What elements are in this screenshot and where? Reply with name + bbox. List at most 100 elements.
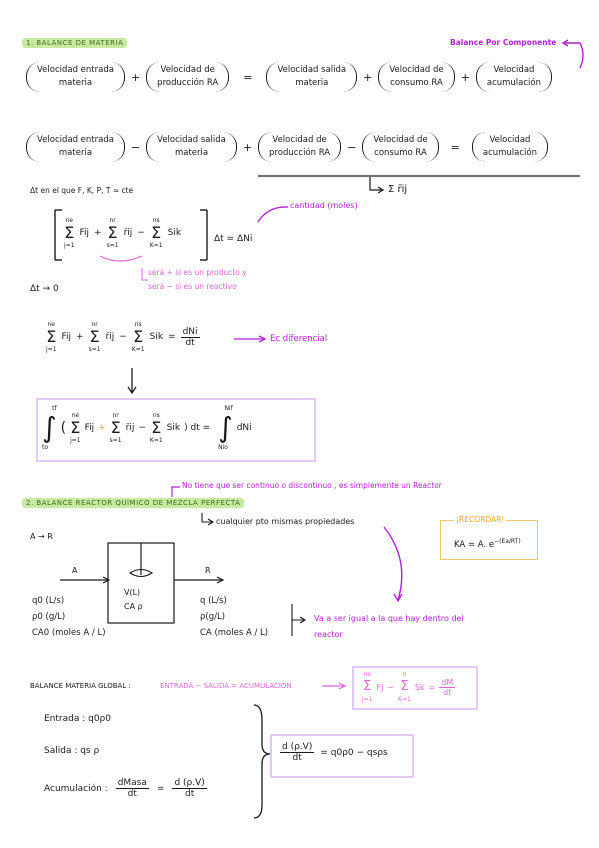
integral-lower: to xyxy=(42,444,49,451)
salida-line: Salida : qs ρ xyxy=(44,746,100,756)
ka-formula: KA = A. e−(Ea/RT) xyxy=(454,538,521,550)
acum-equals: = xyxy=(156,783,165,794)
sign-note-reactant: será − si es un reactivo xyxy=(148,282,237,291)
eq1-term3-line1: Velocidad salida xyxy=(277,65,347,75)
int-sum3-top: ns xyxy=(152,412,160,419)
result-equation: d (ρ.V)dt = q0ρ0 − qsρs xyxy=(280,742,388,763)
balance-component-note: Balance Por Componente xyxy=(450,38,557,47)
integral-right: Nif ∫ Nio xyxy=(218,405,233,451)
gb-sum2-bottom: K=1 xyxy=(398,696,411,703)
eq1-op4: + xyxy=(460,70,470,84)
int-sum1-top: ne xyxy=(71,412,80,419)
eq2-term2-line2: materia xyxy=(174,148,209,158)
result-fraction-den: dt xyxy=(292,753,302,763)
entrada-line: Entrada : q0ρ0 xyxy=(44,714,111,724)
reactor-type-note: No tiene que ser continuo o discontinuo … xyxy=(182,481,442,490)
eq2-term1-line2: materia xyxy=(58,148,93,158)
gb-term1: Fj xyxy=(376,682,384,692)
inlet-density: ρ0 (g/L) xyxy=(32,612,66,622)
integral-left: tf ∫ to xyxy=(42,405,57,451)
result-rhs: = q0ρ0 − qsρs xyxy=(320,747,388,758)
inlet-concentration: CA0 (moles A / L) xyxy=(32,628,106,638)
differential-eq-note: Ec diferencial xyxy=(270,334,328,344)
reactor-concentration: CA ρ xyxy=(124,602,143,611)
eq2-term1-line1: Velocidad entrada xyxy=(37,135,114,145)
inlet-flow: q0 (L/s) xyxy=(32,596,65,606)
eq1-op3: + xyxy=(363,70,373,84)
moles-note: cantidad (moles) xyxy=(290,201,358,210)
equation-2: Velocidad entrada materia − Velocidad sal… xyxy=(26,132,548,162)
gb-equals: = xyxy=(428,682,436,692)
section1-title: 1. BALANCE DE MATERIA xyxy=(22,38,128,48)
global-balance-words: ENTRADA − SALIDA = ACUMULACIÓN xyxy=(160,682,292,690)
outlet-flow: q (L/s) xyxy=(200,596,227,606)
eq2-term1: Velocidad entrada materia xyxy=(26,132,125,162)
int-sum3-bottom: K=1 xyxy=(149,437,163,444)
section2-title: 2. BALANCE REACTOR QUÍMICO DE MEZCLA PER… xyxy=(22,498,245,508)
bracket-sum3-bottom: K=1 xyxy=(149,242,163,249)
eq2-term4-line1: Velocidad de xyxy=(373,135,428,145)
eq1-term4-line2: consumo RA xyxy=(390,78,443,88)
diff-term3: Sik xyxy=(149,332,164,342)
sign-note-product: será + si es un producto y xyxy=(148,268,247,277)
bracket-term3: Sik xyxy=(167,228,182,238)
acum-frac1-den: dt xyxy=(127,789,137,799)
gb-sum1-bottom: j=1 xyxy=(362,696,373,703)
outlet-species: R xyxy=(205,566,211,575)
result-fraction-num: d (ρ.V) xyxy=(280,742,315,753)
inlet-species: A xyxy=(72,566,78,575)
acum-frac2-den: dt xyxy=(184,789,195,799)
eq2-term3-line2: producción RA xyxy=(269,148,331,158)
generation-sum-label: Σ r̄ij xyxy=(388,184,408,195)
int-rhs: dNi xyxy=(236,423,252,433)
diff-term1: Fij xyxy=(61,332,72,342)
bracket-sum1-top: ne xyxy=(65,217,74,224)
eq2-op3: − xyxy=(347,140,357,154)
outlet-equals-note-line2: reactor xyxy=(314,630,343,639)
diff-term2: r̄ij xyxy=(105,332,115,342)
eq2-op1: − xyxy=(130,140,141,154)
eq2-op2: + xyxy=(242,140,253,154)
diff-sum3-bottom: K=1 xyxy=(131,346,145,353)
acum-frac1-num: dMasa xyxy=(115,778,149,789)
int-sum2-top: nr xyxy=(112,412,119,419)
acumulacion-label: Acumulación : xyxy=(44,783,108,794)
gb-term2: Sk xyxy=(414,682,425,692)
eq1-term3-line2: materia xyxy=(295,78,329,88)
eq1-term4-line1: Velocidad de xyxy=(389,65,444,75)
int-dt: ) dt = xyxy=(184,423,211,433)
int-term3: Sik xyxy=(166,423,181,433)
diff-fraction-den: dt xyxy=(185,337,195,348)
bracket-minus: − xyxy=(137,228,145,238)
eq1-term4: Velocidad de consumo RA xyxy=(378,62,455,92)
int-sum2-bottom: s=1 xyxy=(109,437,122,444)
result-box xyxy=(270,734,414,778)
eq1-term5-line1: Velocidad xyxy=(493,65,535,75)
dt-condition-note: Δt en el que F, K, P, T ≈ cte xyxy=(30,186,134,195)
result-fraction: d (ρ.V)dt xyxy=(280,742,315,763)
int-plus: + xyxy=(98,423,106,433)
reaction-equation: A → R xyxy=(30,532,53,541)
global-balance-box xyxy=(352,666,478,710)
outlet-concentration: CA (moles A / L) xyxy=(200,628,269,638)
gb-fraction-num: dM xyxy=(439,677,456,688)
diff-equals: = xyxy=(168,332,176,342)
